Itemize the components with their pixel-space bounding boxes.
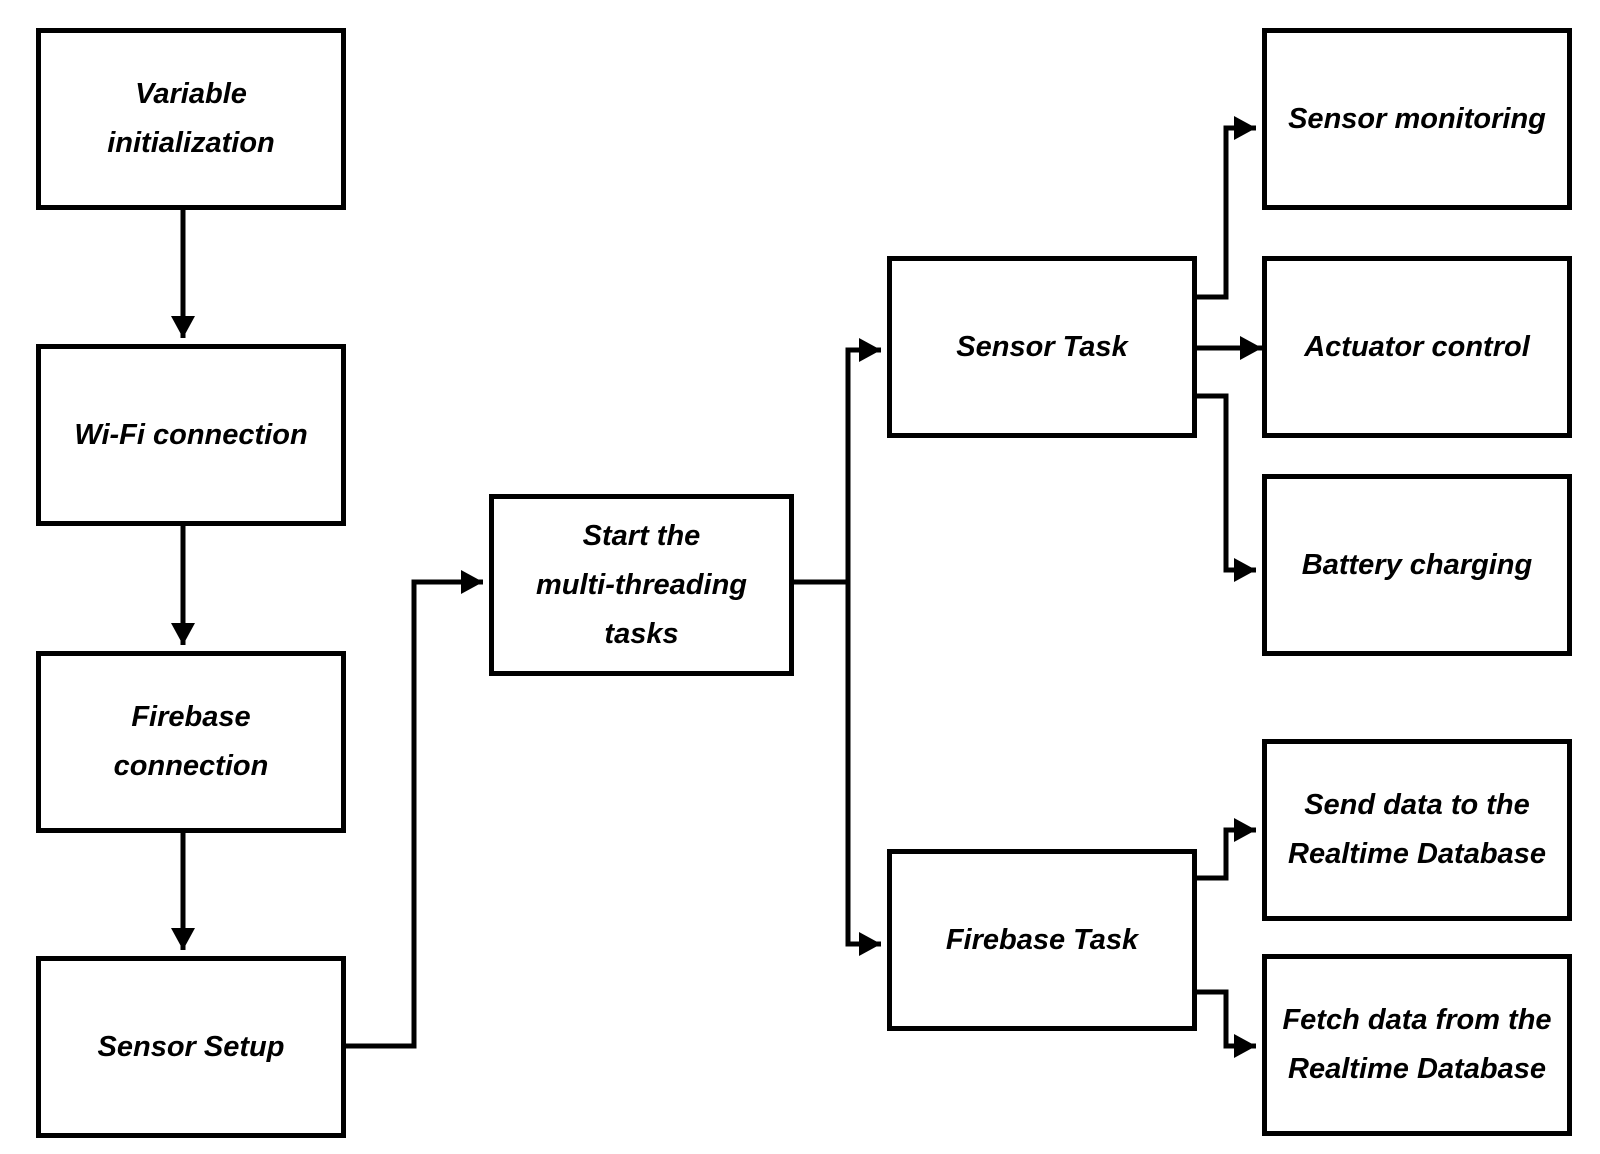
node-label-line: Sensor Task	[956, 330, 1128, 363]
node-battery-charging: Battery charging	[1262, 474, 1572, 656]
node-label-line: multi-threading	[535, 568, 748, 601]
arrow-firebase-task-to-send-data	[1195, 818, 1256, 881]
node-label-line: tasks	[604, 617, 679, 650]
node-wifi-connection: Wi-Fi connection	[36, 344, 346, 526]
node-label-line: Actuator control	[1304, 330, 1530, 363]
node-sensor-setup: Sensor Setup	[36, 956, 346, 1138]
node-label-line: Start the	[582, 519, 701, 552]
node-label-line: connection	[113, 750, 269, 782]
node-send-data: Send data to the Realtime Database	[1262, 739, 1572, 921]
node-label-line: Sensor Setup	[97, 1030, 285, 1063]
node-label-line: initialization	[107, 127, 275, 159]
node-sensor-task: Sensor Task	[887, 256, 1197, 438]
arrow-firebase-task-to-fetch-data	[1195, 989, 1256, 1058]
node-label-line: Variable	[135, 78, 247, 110]
node-label-line: Send data to the	[1304, 789, 1530, 821]
node-label-line: Realtime Database	[1288, 1053, 1546, 1085]
arrow-sensor-setup-to-start-tasks	[344, 570, 483, 1049]
node-sensor-monitoring: Sensor monitoring	[1262, 28, 1572, 210]
node-start-multithreading-tasks: Start the multi-threading tasks	[489, 494, 794, 676]
node-label-line: Realtime Database	[1288, 838, 1546, 870]
node-label-line: Wi-Fi connection	[74, 418, 308, 451]
arrow-start-tasks-to-sensor-task	[845, 338, 881, 582]
node-actuator-control: Actuator control	[1262, 256, 1572, 438]
arrow-sensor-task-to-battery-charging	[1195, 393, 1256, 582]
node-variable-initialization: Variable initialization	[36, 28, 346, 210]
node-label-line: Sensor monitoring	[1288, 102, 1546, 135]
node-firebase-connection: Firebase connection	[36, 651, 346, 833]
node-label-line: Fetch data from the	[1282, 1004, 1552, 1036]
node-label-line: Firebase Task	[945, 923, 1139, 956]
arrow-start-tasks-to-firebase-task	[845, 582, 881, 956]
node-fetch-data: Fetch data from the Realtime Database	[1262, 954, 1572, 1136]
node-firebase-task: Firebase Task	[887, 849, 1197, 1031]
node-label-line: Battery charging	[1301, 548, 1533, 581]
arrow-sensor-task-to-sensor-monitoring	[1195, 116, 1256, 300]
node-label-line: Firebase	[131, 701, 251, 733]
